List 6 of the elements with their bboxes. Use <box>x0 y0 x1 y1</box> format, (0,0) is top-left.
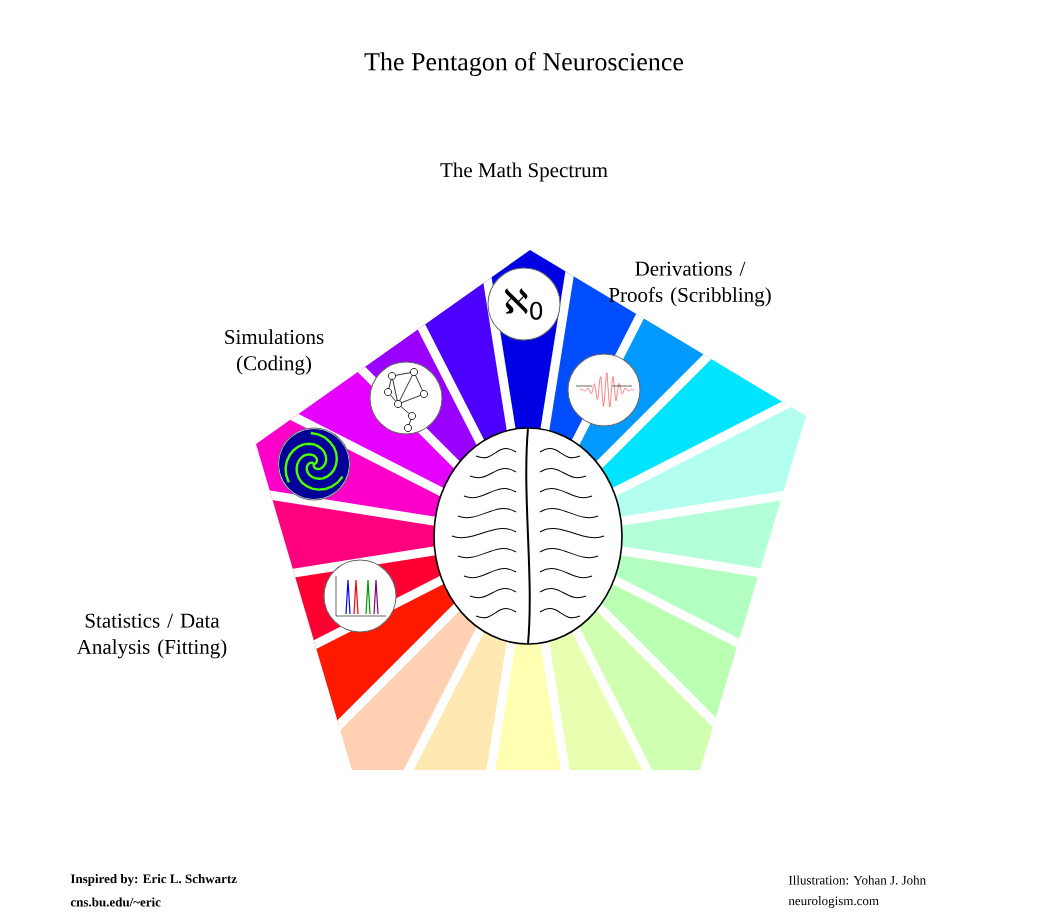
aleph-symbol: ℵ$_{0}$ <box>505 288 543 320</box>
title: The Pentagon of Neuroscience <box>364 52 684 76</box>
section-label: Simulations (Coding) <box>225 329 324 375</box>
section-label: Derivations / Proofs (Scribbling) <box>608 261 771 307</box>
section-label: Statistics / Data Analysis (Fitting) <box>76 613 227 659</box>
section-label: The Math Spectrum <box>440 162 608 182</box>
